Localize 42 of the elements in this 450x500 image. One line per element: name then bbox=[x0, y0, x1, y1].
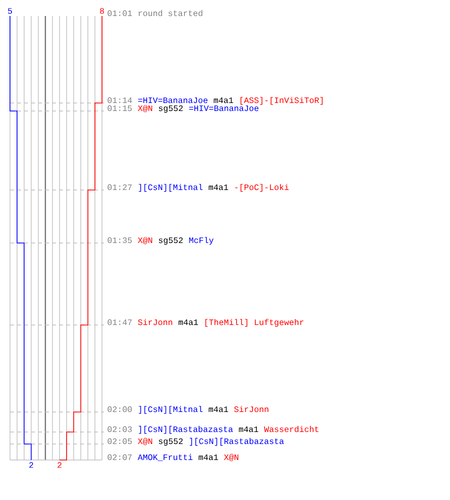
player-name: X@N bbox=[138, 104, 152, 112]
time-label: 01:15 bbox=[108, 105, 132, 112]
player-name: AMOK_Frutti bbox=[138, 454, 192, 461]
player-name: =HIV=BananaJoe bbox=[138, 97, 208, 104]
count-label: 2 bbox=[58, 462, 62, 468]
weapon-name: m4a1 bbox=[208, 184, 228, 190]
weapon-name: sg552 bbox=[158, 105, 183, 113]
time-label: 01:27 bbox=[108, 184, 132, 190]
player-name: -[PoC]-Loki bbox=[235, 184, 289, 192]
weapon-name: m4a1 bbox=[198, 454, 218, 460]
weapon-name: sg552 bbox=[158, 438, 183, 446]
time-label: 02:00 bbox=[108, 406, 132, 412]
weapon-name: sg552 bbox=[158, 237, 183, 245]
time-label: 01:14 bbox=[108, 97, 132, 104]
time-label: 01:01 bbox=[108, 10, 132, 16]
weapon-name: m4a1 bbox=[178, 319, 198, 326]
player-name: ][CsN][Rastabazasta bbox=[138, 426, 233, 434]
player-name: McFly bbox=[189, 236, 214, 245]
player-name: ][CsN][Rastabazasta bbox=[190, 438, 284, 446]
player-name: [ASS]-[InViSiToR] bbox=[240, 96, 323, 105]
player-name: SirJonn bbox=[234, 406, 268, 412]
player-name: X@N bbox=[138, 438, 152, 446]
player-name: ][CsN][Mitnal bbox=[138, 184, 203, 192]
count-label: 2 bbox=[29, 462, 34, 468]
player-name: SirJonn bbox=[138, 318, 172, 326]
time-label: 01:47 bbox=[108, 319, 132, 326]
player-name: Wasserdicht bbox=[264, 426, 318, 432]
time-label: 02:03 bbox=[108, 426, 132, 432]
time-label: 02:05 bbox=[108, 438, 132, 444]
weapon-name: m4a1 bbox=[214, 97, 234, 104]
player-name: [TheMill] Luftgewehr bbox=[205, 318, 304, 327]
status-text: round started bbox=[138, 10, 202, 16]
time-label: 01:35 bbox=[108, 237, 132, 244]
count-label: 5 bbox=[8, 8, 12, 14]
player-name: X@N bbox=[138, 236, 152, 244]
player-name: =HIV=BananaJoe bbox=[189, 105, 258, 112]
time-label: 02:07 bbox=[108, 454, 132, 460]
count-label: 8 bbox=[100, 8, 104, 14]
player-name: ][CsN][Mitnal bbox=[138, 406, 203, 414]
weapon-name: m4a1 bbox=[208, 406, 228, 412]
player-name: X@N bbox=[224, 454, 238, 462]
weapon-name: m4a1 bbox=[238, 426, 258, 432]
